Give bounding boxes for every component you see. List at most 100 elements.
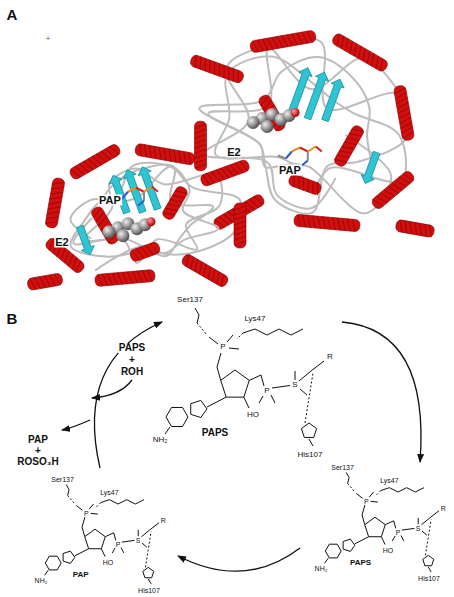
bond: [295, 371, 296, 380]
helix-stripe: [372, 56, 381, 68]
adenine-ring: [45, 556, 61, 570]
carbon-sphere: [103, 225, 116, 238]
helix-stripe: [398, 220, 404, 233]
helix-stripe: [94, 212, 106, 221]
bond: [165, 427, 170, 434]
helix-stripe: [359, 49, 368, 61]
helix-stripe: [399, 174, 410, 186]
histidine-chain: [309, 439, 313, 446]
bond: [272, 386, 290, 389]
helix-body: [161, 185, 189, 221]
stick-bond: [138, 201, 144, 206]
helix-stripe: [234, 216, 246, 220]
helix-body: [68, 143, 122, 181]
atom-label: S: [291, 381, 298, 389]
bond: [418, 518, 419, 524]
alpha-helix: [189, 54, 245, 84]
stick-bond: [316, 147, 322, 152]
helix-stripe: [97, 152, 106, 164]
residue-label: Lys47: [243, 315, 266, 323]
helix-stripe: [147, 270, 152, 282]
helix-stripe: [336, 218, 341, 230]
bond: [259, 396, 263, 403]
carbon-sphere: [261, 120, 274, 133]
helix-stripe: [49, 274, 55, 287]
ligand-spheres: [103, 217, 156, 242]
helix-stripe: [195, 124, 207, 128]
helix-stripe: [290, 174, 298, 187]
adenine-ring: [191, 400, 207, 417]
hydrogen-bond: [305, 373, 313, 423]
helix-stripe: [230, 69, 238, 82]
helix-stripe: [249, 197, 258, 209]
beta-strand: [318, 77, 346, 123]
helix-body: [45, 177, 66, 228]
helix-stripe: [277, 36, 283, 49]
protein-ribbon: [189, 30, 435, 238]
bond: [362, 505, 365, 525]
helix-stripe: [215, 64, 223, 77]
beta-strand: [136, 164, 165, 211]
residue-label: Ser137: [50, 475, 75, 482]
helix-stripe: [162, 148, 168, 161]
alpha-helix: [249, 30, 316, 53]
bond: [402, 528, 415, 530]
molecule-label: PAPS: [201, 428, 230, 438]
atom-label: P: [395, 529, 402, 536]
molecule-structure: [325, 473, 439, 572]
alpha-helix: [331, 32, 389, 73]
bond: [76, 505, 82, 510]
helix-body: [134, 143, 195, 165]
bond: [300, 389, 307, 395]
imidazole-ring: [301, 423, 316, 437]
helix-stripe: [152, 146, 158, 159]
imidazole-ring: [423, 555, 434, 565]
helix-stripe: [218, 274, 227, 286]
stick-bond: [136, 188, 144, 192]
helix-stripe: [170, 196, 182, 205]
helix-stripe: [302, 215, 307, 227]
hydrogen-bond: [348, 483, 355, 492]
atom-label: P: [219, 343, 226, 351]
panel-letter: A: [6, 7, 19, 22]
residue-label: Lys47: [379, 477, 399, 484]
helix-stripe: [297, 32, 303, 45]
helix-stripe: [195, 154, 207, 158]
helix-stripe: [220, 65, 228, 78]
helix-stripe: [195, 139, 207, 143]
helix-stripe: [197, 57, 205, 70]
bond: [75, 549, 89, 556]
alpha-helix: [393, 85, 414, 141]
bond: [101, 549, 105, 557]
bond: [392, 536, 395, 541]
helix-stripe: [195, 134, 207, 138]
stick-bond: [292, 148, 300, 152]
helix-stripe: [234, 70, 242, 83]
helix-stripe: [282, 35, 288, 48]
helix-body: [44, 236, 86, 274]
helix-stripe: [355, 46, 364, 58]
helix-stripe: [234, 231, 246, 235]
helix-stripe: [30, 278, 36, 291]
hydrogen-bond: [425, 519, 431, 555]
helix-stripe: [205, 267, 214, 279]
alpha-helix: [234, 203, 246, 248]
bond: [207, 397, 226, 407]
helix-body: [370, 169, 416, 210]
helix-stripe: [213, 272, 222, 284]
helix-stripe: [118, 272, 123, 284]
bond: [371, 501, 378, 503]
helix-stripe: [122, 272, 127, 284]
bond: [385, 521, 396, 529]
helix-stripe: [351, 44, 360, 56]
helix-stripe: [396, 98, 409, 104]
helix-stripe: [183, 254, 192, 266]
alpha-helix: [45, 177, 66, 228]
bond: [82, 517, 85, 537]
helix-stripe: [45, 220, 58, 226]
helix-stripe: [234, 236, 246, 240]
helix-stripe: [173, 192, 185, 201]
helix-stripe: [163, 209, 175, 218]
helix-stripe: [342, 143, 354, 152]
alpha-helix: [68, 143, 122, 181]
